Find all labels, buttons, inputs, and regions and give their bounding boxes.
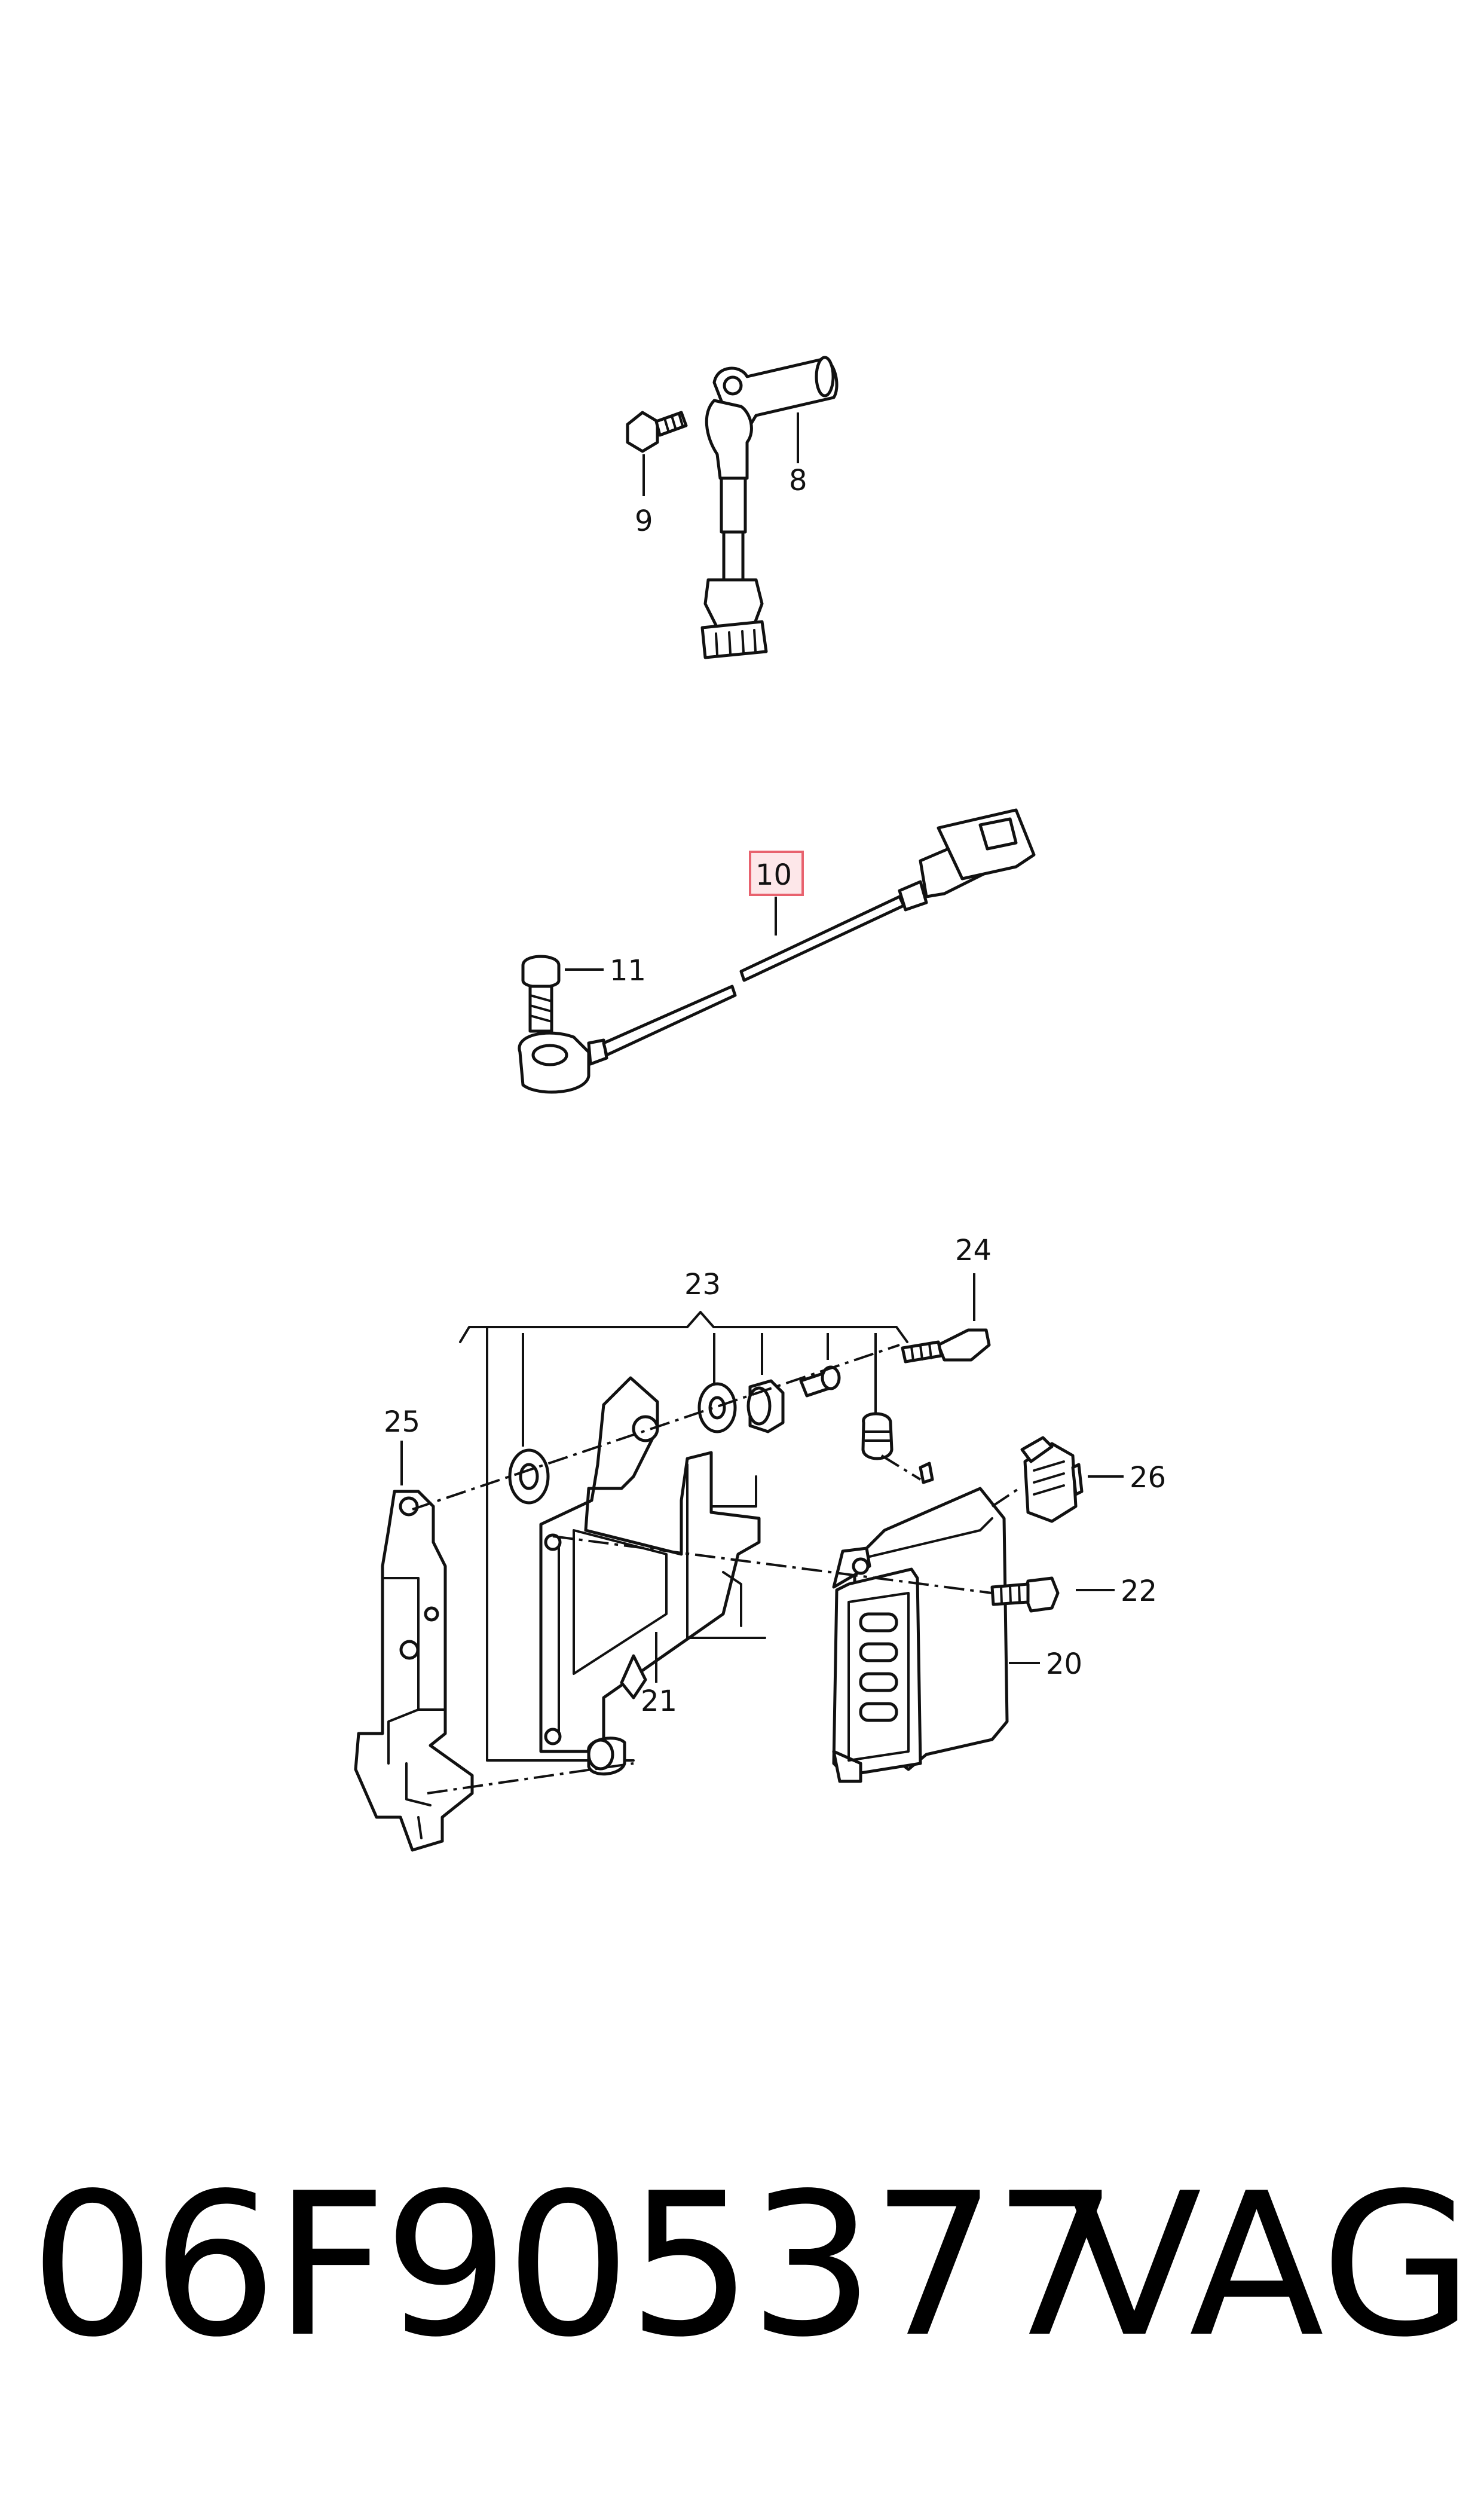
callout-26[interactable]: 26	[1130, 1461, 1166, 1494]
control-unit-group: 23 24	[354, 1234, 1166, 1852]
grommet-part-23[interactable]	[508, 1365, 894, 1505]
footer: 06F905377 VAG	[0, 2140, 1484, 2391]
knock-sensor-10[interactable]	[518, 808, 1036, 1094]
bolt-11[interactable]	[521, 955, 561, 1033]
speed-sensor-8[interactable]	[700, 356, 839, 659]
callout-10-highlight	[749, 851, 804, 896]
callout-11[interactable]: 11	[610, 954, 646, 988]
knock-sensor-group: 11 10	[518, 808, 1036, 1094]
callout-22[interactable]: 22	[1121, 1575, 1157, 1608]
callout-20[interactable]: 20	[1046, 1647, 1082, 1681]
callout-10[interactable]: 10	[755, 858, 792, 892]
clip[interactable]	[587, 1737, 626, 1776]
bolt-9[interactable]	[626, 411, 688, 453]
screw-22[interactable]	[990, 1576, 1060, 1613]
callout-21[interactable]: 21	[641, 1685, 677, 1718]
bracket-25[interactable]	[354, 1490, 474, 1852]
callout-24[interactable]: 24	[955, 1234, 992, 1267]
parts-diagram: 9 8 11	[354, 356, 1166, 1852]
control-unit-20[interactable]	[832, 1462, 1009, 1783]
bracket-23	[459, 1311, 908, 1343]
speed-sensor-group: 9 8	[626, 356, 839, 659]
brand-label: VAG	[1067, 2151, 1474, 2380]
callout-23[interactable]: 23	[684, 1268, 721, 1301]
connector-pins	[859, 1612, 898, 1722]
callout-9[interactable]: 9	[635, 505, 653, 538]
callout-8[interactable]: 8	[789, 464, 807, 497]
part-number: 06F905377	[30, 2151, 1118, 2380]
connector-26[interactable]	[1020, 1436, 1084, 1523]
screw-24[interactable]	[901, 1328, 991, 1364]
callout-25[interactable]: 25	[384, 1405, 420, 1439]
